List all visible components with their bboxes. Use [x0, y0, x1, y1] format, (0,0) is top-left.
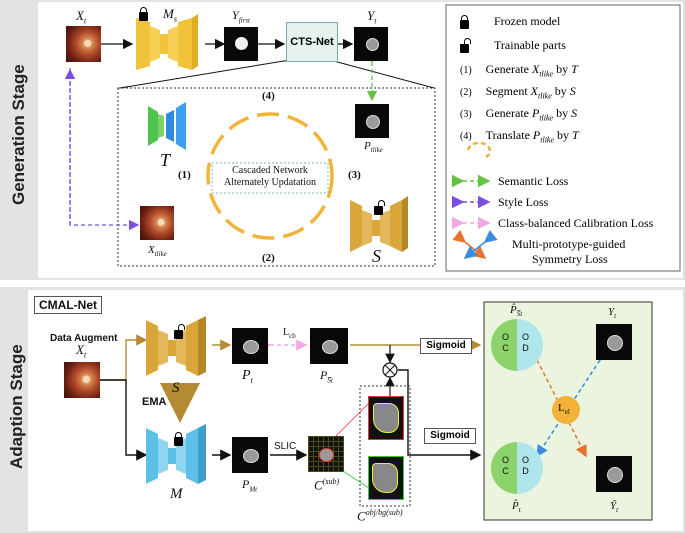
- label-c-sub: C(sub): [314, 477, 340, 493]
- cts-net-box: CTS-Net: [286, 22, 338, 62]
- label-yt: Yt: [367, 8, 377, 26]
- image-yfirst: [224, 27, 258, 61]
- label-s: S: [372, 246, 381, 266]
- adaption-stage-title: Adaption Stage: [7, 344, 26, 469]
- translator-t: [148, 102, 186, 150]
- generation-stage-title: Generation Stage: [9, 64, 28, 205]
- cmal-net-title: CMAL-Net: [34, 296, 102, 314]
- trainable-lock-icon: [374, 200, 385, 215]
- step2-label: (2): [262, 252, 275, 264]
- sigmoid-top: Sigmoid: [420, 338, 472, 354]
- image-xtlike: [140, 206, 174, 240]
- oc-bottom: O C: [502, 455, 510, 476]
- legend-frozen-icon: [460, 15, 469, 29]
- sigmoid-bottom: Sigmoid: [424, 428, 476, 444]
- label-lcb: Lcb: [283, 327, 296, 340]
- arrow-mult-to-sigmoid-bottom: [398, 369, 482, 461]
- label-ms: Ms: [163, 6, 177, 24]
- step3-label: (3): [348, 169, 361, 181]
- cts-bracket-right: [329, 59, 435, 89]
- label-ptlike: Ptlike: [364, 140, 383, 155]
- od-top: O D: [522, 332, 530, 353]
- cascade-label-box: [211, 162, 329, 194]
- label-pmt: PMt: [242, 477, 258, 494]
- od-bottom: O D: [522, 455, 530, 476]
- label-m: M: [170, 486, 183, 502]
- legend-sym-line2: Symmetry Loss: [532, 252, 608, 266]
- arrow-xt-to-m: [100, 379, 148, 461]
- frozen-model-ms: [136, 14, 198, 70]
- label-yhat-t: Ŷt: [610, 500, 619, 515]
- image-c-bg: [368, 456, 404, 500]
- image-pmt: [232, 437, 268, 473]
- trainable-model-s: [350, 196, 408, 252]
- legend-alternate-icon: [466, 141, 492, 159]
- student-lock-icon: [174, 324, 185, 339]
- l-el-node: [552, 396, 580, 424]
- label-s-adapt: S: [172, 380, 180, 396]
- image-xt-adapt: [64, 362, 100, 398]
- image-ptlike: [355, 104, 389, 138]
- label-xt-adapt: Xt: [76, 342, 87, 360]
- legend-sym-line1: Multi-prototype-guided: [512, 237, 626, 251]
- adaption-teacher-m: [146, 424, 206, 484]
- ema-label: EMA: [142, 396, 167, 408]
- image-c-obj: [368, 396, 404, 440]
- image-pt: [232, 328, 268, 364]
- cts-bracket-left: [119, 59, 291, 89]
- image-c-sub: [308, 436, 344, 472]
- oc-top: O C: [502, 332, 510, 353]
- label-t: T: [160, 150, 171, 170]
- legend-semantic: Semantic Loss: [498, 174, 569, 188]
- pred-t-cup: [491, 442, 517, 494]
- legend-frozen: Frozen model: [494, 14, 561, 28]
- image-pst: [310, 328, 348, 364]
- image-yt-result: [596, 324, 632, 360]
- label-c-objbg: Cobj/bg(sub): [357, 508, 403, 524]
- cascade-dotted-box: [117, 87, 436, 267]
- label-pt: Pt: [242, 368, 253, 385]
- step4-label: (4): [262, 90, 275, 102]
- legend-item-1: (1)Generate Xtlike by T: [460, 62, 578, 79]
- alternate-update-circle: [206, 112, 334, 240]
- legend-item-2: (2)Segment Xtlike by S: [460, 84, 576, 101]
- adaption-student-s: [146, 316, 206, 376]
- label-xt: Xt: [76, 8, 87, 26]
- label-lel: Lel: [558, 402, 570, 417]
- label-phat-t: P̂t: [512, 500, 521, 515]
- legend-trainable: Trainable parts: [494, 38, 566, 52]
- image-xt: [66, 26, 101, 62]
- label-xtlike: Xtlike: [148, 244, 167, 259]
- frozen-lock-icon: [139, 7, 148, 21]
- legend-calibration: Class-balanced Calibration Loss: [498, 216, 654, 230]
- legend-item-4: (4)Translate Ptlike by T: [460, 128, 579, 145]
- label-phat-st: P̂S̅t: [510, 304, 523, 319]
- objbg-dotted-box: [359, 385, 411, 507]
- legend-style: Style Loss: [498, 195, 549, 209]
- data-augment-label: Data Augment: [50, 333, 118, 344]
- image-yt: [354, 27, 388, 61]
- legend-sym-icon-b: [463, 230, 498, 259]
- teacher-lock-icon: [174, 432, 183, 446]
- pred-st-cup: [491, 319, 517, 371]
- cascade-label: Cascaded Network Alternately Updatation: [224, 165, 316, 188]
- slic-label: SLIC: [274, 441, 297, 452]
- label-yt-result: Yt: [608, 306, 617, 321]
- step1-label: (1): [178, 169, 191, 181]
- legend-trainable-icon: [460, 38, 471, 53]
- image-yhat-t: [596, 456, 632, 492]
- label-pst: PS̅t: [320, 368, 333, 385]
- legend-item-3: (3)Generate Ptlike by S: [460, 106, 578, 123]
- label-yfirst: Yfirst: [232, 8, 250, 25]
